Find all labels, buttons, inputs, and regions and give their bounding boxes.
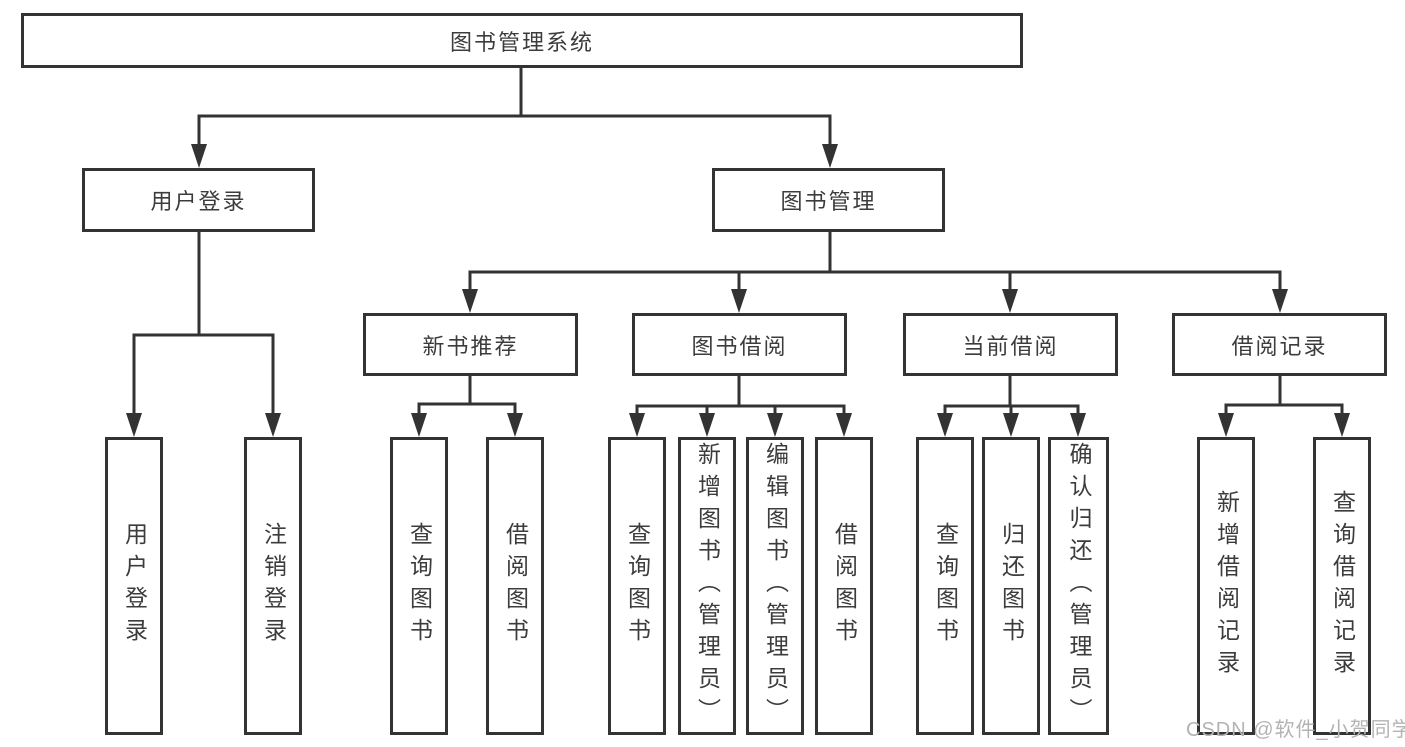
arrow-down-icon [731,289,747,313]
arrow-down-icon [507,413,523,437]
leaf-query-books: 查询图书 [390,437,448,735]
node-book-borrowing: 图书借阅 [632,313,847,376]
arrow-down-icon [822,144,838,168]
leaf-logout: 注销登录 [244,437,302,735]
node-library-management-system: 图书管理系统 [21,13,1023,68]
arrow-down-icon [629,413,645,437]
leaf-return-books: 归还图书 [982,437,1040,735]
leaf-query-books: 查询图书 [608,437,666,735]
leaf-query-books: 查询图书 [916,437,974,735]
leaf-borrow-books: 借阅图书 [486,437,544,735]
node-user-login: 用户登录 [82,168,315,232]
arrow-down-icon [836,413,852,437]
leaf-add-books-admin: 新增图书（管理员） [678,437,736,735]
arrow-down-icon [126,413,142,437]
arrow-down-icon [265,413,281,437]
node-current-borrowing: 当前借阅 [903,313,1118,376]
leaf-query-borrow-record: 查询借阅记录 [1313,437,1371,735]
arrow-down-icon [191,144,207,168]
leaf-edit-books-admin: 编辑图书（管理员） [746,437,804,735]
arrow-down-icon [1070,413,1086,437]
arrow-down-icon [699,413,715,437]
leaf-user-login: 用户登录 [105,437,163,735]
arrow-down-icon [1334,413,1350,437]
leaf-borrow-books: 借阅图书 [815,437,873,735]
arrow-down-icon [1272,289,1288,313]
arrow-down-icon [411,413,427,437]
watermark: CSDN @软件_小贺同学 [1186,719,1405,741]
arrow-down-icon [767,413,783,437]
arrow-down-icon [1002,289,1018,313]
node-new-book-recommend: 新书推荐 [363,313,578,376]
arrow-down-icon [462,289,478,313]
leaf-add-borrow-record: 新增借阅记录 [1197,437,1255,735]
arrow-down-icon [1218,413,1234,437]
node-borrowing-records: 借阅记录 [1172,313,1387,376]
arrow-down-icon [937,413,953,437]
leaf-confirm-return-admin: 确认归还（管理员） [1048,437,1109,735]
node-book-management: 图书管理 [712,168,945,232]
arrow-down-icon [1003,413,1019,437]
